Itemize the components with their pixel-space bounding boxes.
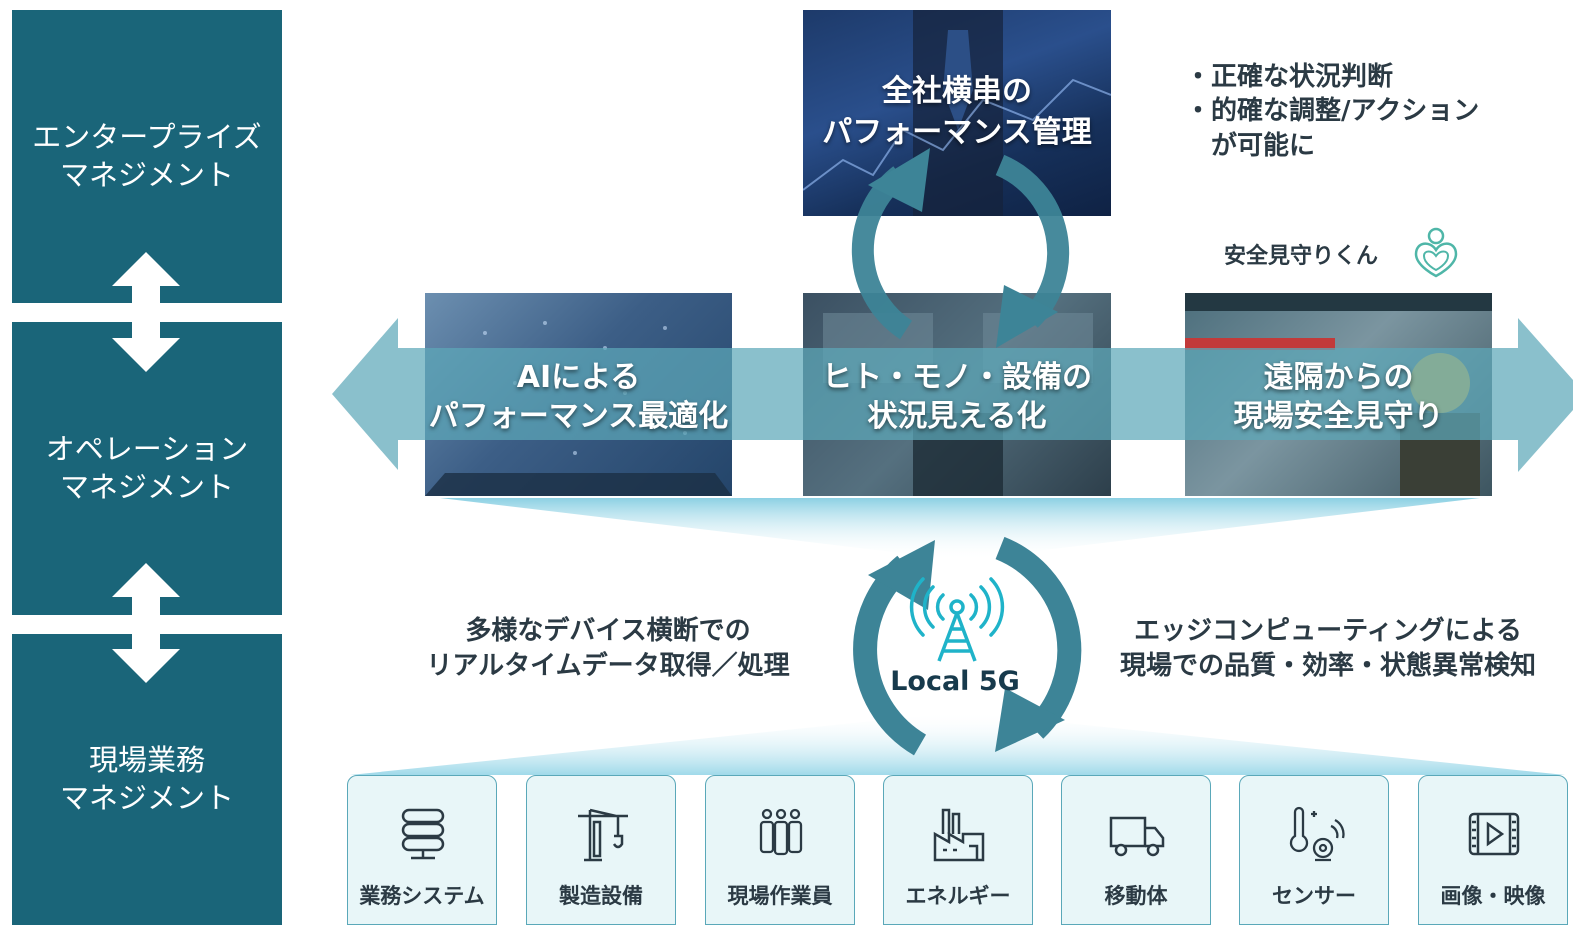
top-box-line2: パフォーマンス管理 <box>822 114 1092 150</box>
middle-box-visualize-line1: ヒト・モノ・設備の <box>822 360 1092 395</box>
factory-icon <box>933 808 985 862</box>
middle-box-visualize: ヒト・モノ・設備の 状況見える化 <box>798 358 1116 436</box>
left-caption-line2: リアルタイムデータ取得／処理 <box>426 651 790 682</box>
left-caption-line1: 多様なデバイス横断での <box>465 616 751 646</box>
layer-enterprise-line1: エンタープライズ <box>32 119 262 154</box>
benefit-item: ・的確な調整/アクション <box>1185 96 1480 127</box>
updown-arrow-icon <box>112 252 180 372</box>
mascot-heart-icon <box>1414 227 1458 278</box>
right-caption: エッジコンピューティングによる 現場での品質・効率・状態異常検知 <box>1098 614 1558 684</box>
benefit-item: ・正確な状況判断 <box>1185 62 1394 92</box>
middle-box-ai: AIによる パフォーマンス最適化 <box>420 358 737 436</box>
film-icon <box>1468 812 1520 856</box>
layer-operation-line1: オペレーション <box>45 431 249 466</box>
device-label: 製造設備 <box>559 884 643 908</box>
middle-box-remote-line1: 遠隔からの <box>1263 360 1414 395</box>
device-label: 業務システム <box>359 884 485 908</box>
device-card-manufacturing: 製造設備 <box>526 775 676 925</box>
antenna-icon <box>909 577 1005 662</box>
device-card-image-video: 画像・映像 <box>1418 775 1568 925</box>
top-box-text: 全社横串の パフォーマンス管理 <box>803 72 1111 153</box>
device-card-business-system: 業務システム <box>347 775 497 925</box>
layer-enterprise-line2: マネジメント <box>59 157 234 192</box>
left-caption: 多様なデバイス横断での リアルタイムデータ取得／処理 <box>408 614 808 684</box>
local-5g-label: Local 5G <box>890 666 1020 697</box>
layer-field-line1: 現場業務 <box>88 742 205 777</box>
top-photo <box>803 10 1111 216</box>
right-caption-line1: エッジコンピューティングによる <box>1134 616 1522 646</box>
workers-icon <box>759 808 803 856</box>
middle-box-ai-line2: パフォーマンス最適化 <box>428 399 729 434</box>
middle-box-visualize-line2: 状況見える化 <box>867 399 1047 434</box>
server-icon <box>401 808 445 860</box>
updown-arrow-icon <box>112 563 180 683</box>
layer-operation-line2: マネジメント <box>59 469 234 504</box>
device-label: エネルギー <box>905 884 1011 908</box>
device-label: 現場作業員 <box>727 884 833 908</box>
benefit-item: が可能に <box>1185 130 1316 161</box>
device-card-vehicle: 移動体 <box>1061 775 1211 925</box>
device-card-energy: エネルギー <box>883 775 1033 925</box>
device-card-sensor: センサー <box>1239 775 1389 925</box>
top-box-line1: 全社横串の <box>882 74 1032 109</box>
mascot-label: 安全見守りくん <box>1224 244 1379 269</box>
middle-box-remote-line2: 現場安全見守り <box>1233 399 1444 434</box>
middle-box-ai-line1: AIによる <box>516 360 641 395</box>
device-label: 画像・映像 <box>1440 884 1546 908</box>
device-card-workers: 現場作業員 <box>705 775 855 925</box>
device-label: センサー <box>1272 884 1356 908</box>
sensor-icon <box>1289 806 1345 862</box>
right-caption-line2: 現場での品質・効率・状態異常検知 <box>1119 651 1536 682</box>
layer-field-line2: マネジメント <box>59 780 234 815</box>
crane-icon <box>578 808 628 862</box>
middle-box-remote: 遠隔からの 現場安全見守り <box>1180 358 1497 436</box>
benefit-list: ・正確な状況判断 ・的確な調整/アクション が可能に <box>1185 60 1479 163</box>
truck-icon <box>1109 816 1165 857</box>
device-label: 移動体 <box>1104 884 1168 908</box>
layer-field: 現場業務 マネジメント <box>12 634 282 925</box>
